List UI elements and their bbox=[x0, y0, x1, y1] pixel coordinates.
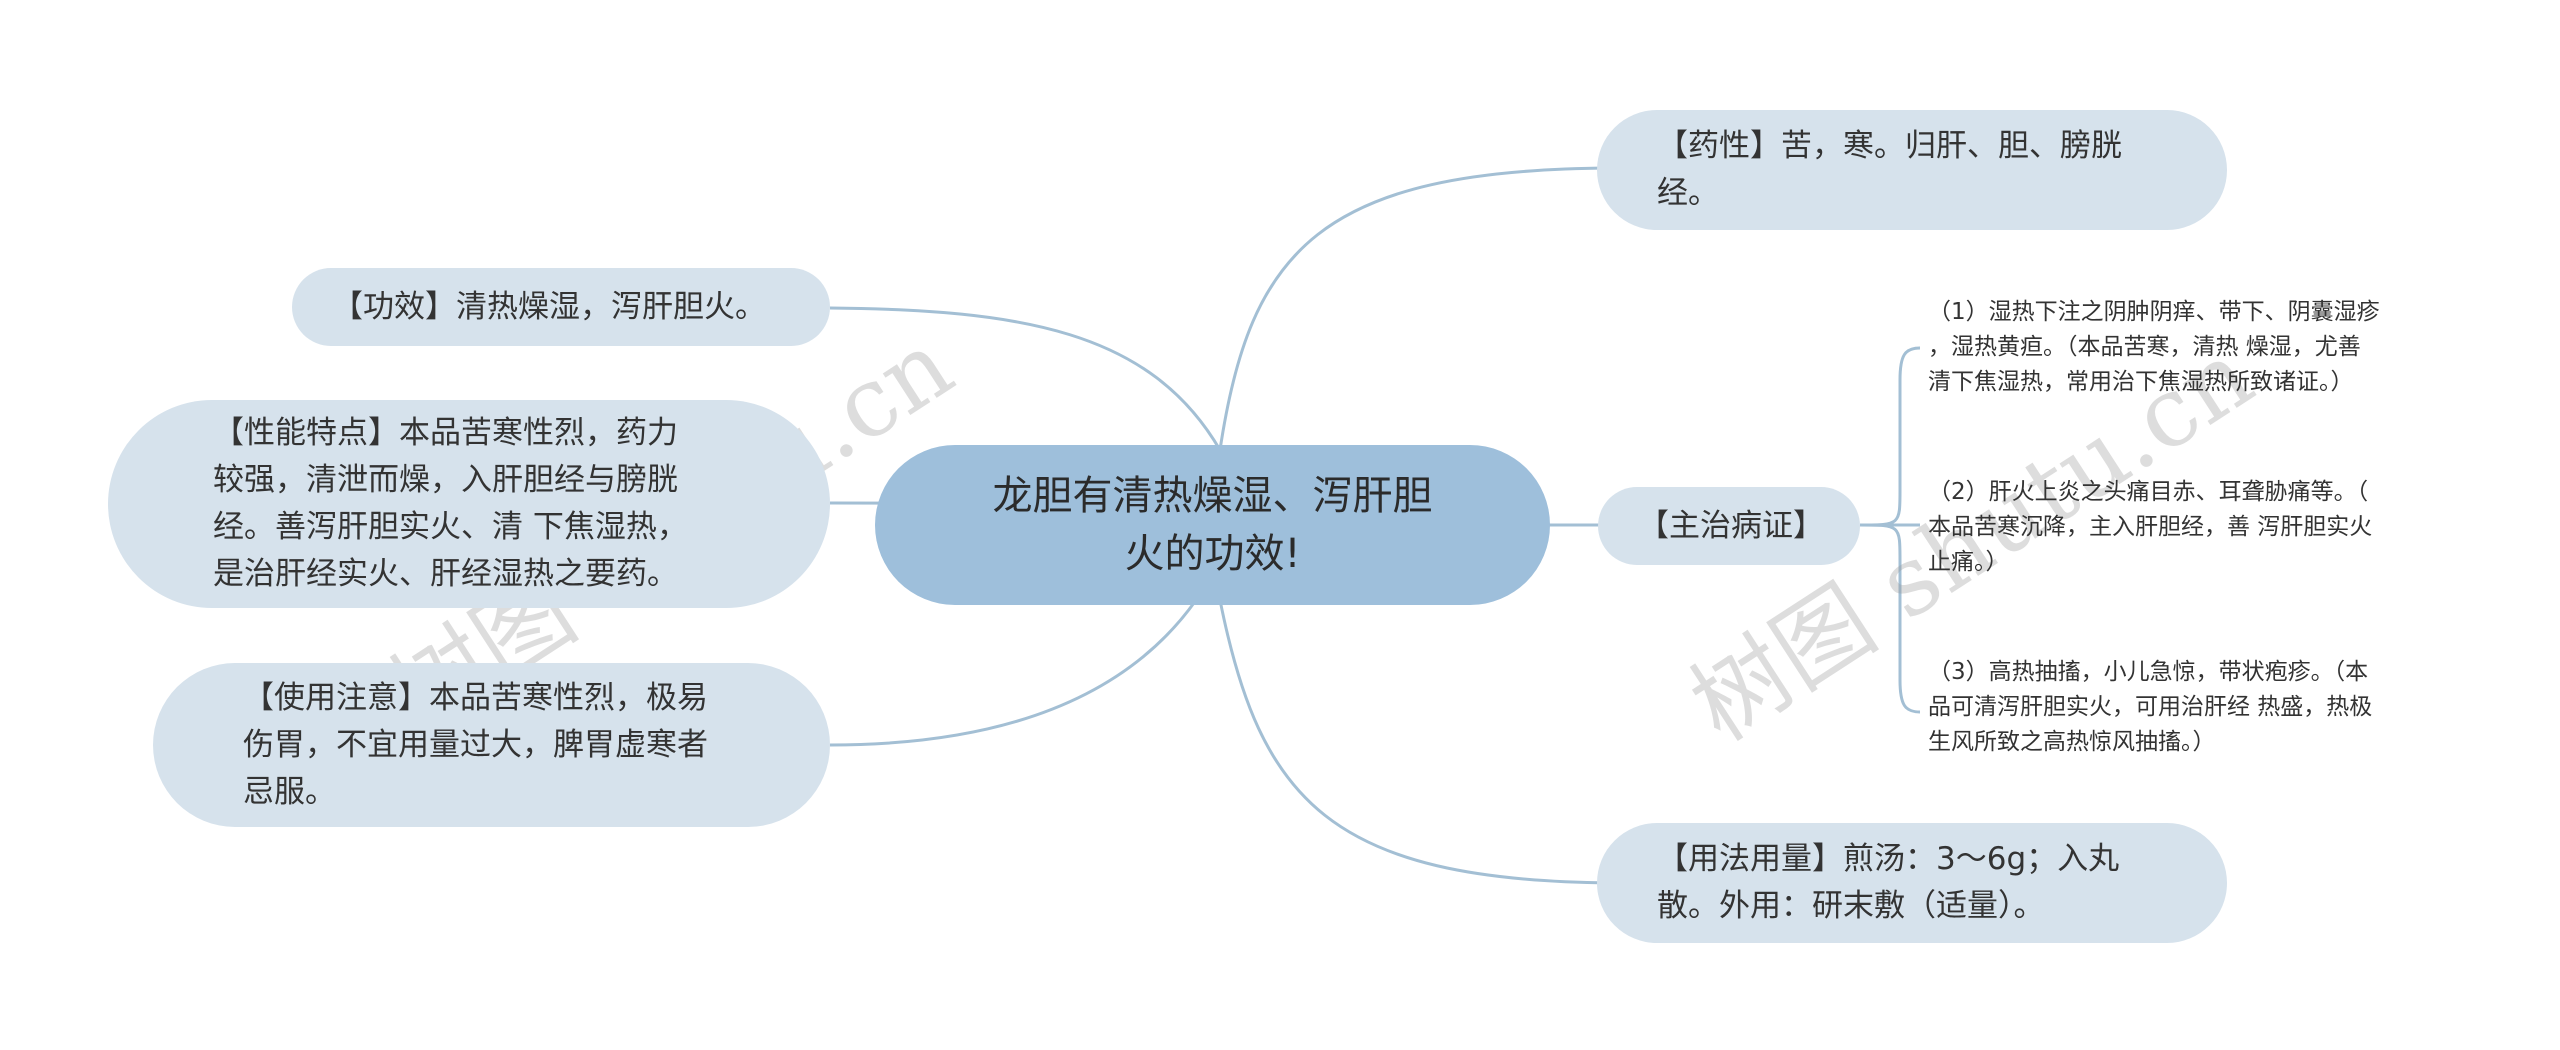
link-leaf-bracket bbox=[1859, 346, 1921, 527]
leaf-item[interactable]: （2）肝火上炎之头痛目赤、耳聋胁痛等。（ 本品苦寒沉降，主入肝胆经，善 泻肝胆实… bbox=[1928, 479, 2373, 575]
link-gongxiao bbox=[829, 306, 1222, 451]
node-shiyong[interactable]: 【使用注意】本品苦寒性烈，极易 伤胃，不宜用量过大，脾胃虚寒者 忌服。 bbox=[153, 663, 830, 827]
central-topic-text: 龙胆有清热燥湿、泻肝胆 火的功效! bbox=[992, 473, 1433, 577]
node-yaoxing[interactable]: 【药性】苦，寒。归肝、胆、膀胱 经。 bbox=[1597, 110, 2227, 230]
link-yaoxing bbox=[1218, 166, 1611, 451]
node-yaoxing-text: 【药性】苦，寒。归肝、胆、膀胱 经。 bbox=[1657, 128, 2122, 211]
node-zhuzhi[interactable]: 【主治病证】 bbox=[1598, 487, 1860, 565]
node-xingneng[interactable]: 【性能特点】本品苦寒性烈，药力 较强，清泄而燥，入肝胆经与膀胱 经。善泻肝胆实火… bbox=[108, 400, 830, 608]
node-yongfa-text: 【用法用量】煎汤：3～6g；入丸 散。外用：研末敷（适量）。 bbox=[1657, 841, 2120, 924]
link-shiyong bbox=[829, 559, 1222, 747]
leaf-item[interactable]: （1）湿热下注之阴肿阴痒、带下、阴囊湿疹 ，湿热黄疸。（本品苦寒，清热 燥湿，尤… bbox=[1928, 299, 2380, 395]
node-shiyong-text: 【使用注意】本品苦寒性烈，极易 伤胃，不宜用量过大，脾胃虚寒者 忌服。 bbox=[243, 679, 708, 810]
node-zhuzhi-text: 【主治病证】 bbox=[1638, 507, 1824, 544]
link-leaf-3 bbox=[1859, 523, 1921, 714]
node-yongfa[interactable]: 【用法用量】煎汤：3～6g；入丸 散。外用：研末敷（适量）。 bbox=[1597, 823, 2227, 943]
node-gongxiao[interactable]: 【功效】清热燥湿，泻肝胆火。 bbox=[292, 268, 830, 346]
node-gongxiao-text: 【功效】清热燥湿，泻肝胆火。 bbox=[332, 288, 766, 325]
node-xingneng-text: 【性能特点】本品苦寒性烈，药力 较强，清泄而燥，入肝胆经与膀胱 经。善泻肝胆实火… bbox=[213, 415, 688, 592]
leaf-item[interactable]: （3）高热抽搐，小儿急惊，带状疱疹。（本 品可清泻肝胆实火，可用治肝经 热盛，热… bbox=[1928, 659, 2373, 755]
link-yongfa bbox=[1218, 599, 1611, 885]
central-topic[interactable]: 龙胆有清热燥湿、泻肝胆 火的功效! bbox=[875, 445, 1550, 605]
